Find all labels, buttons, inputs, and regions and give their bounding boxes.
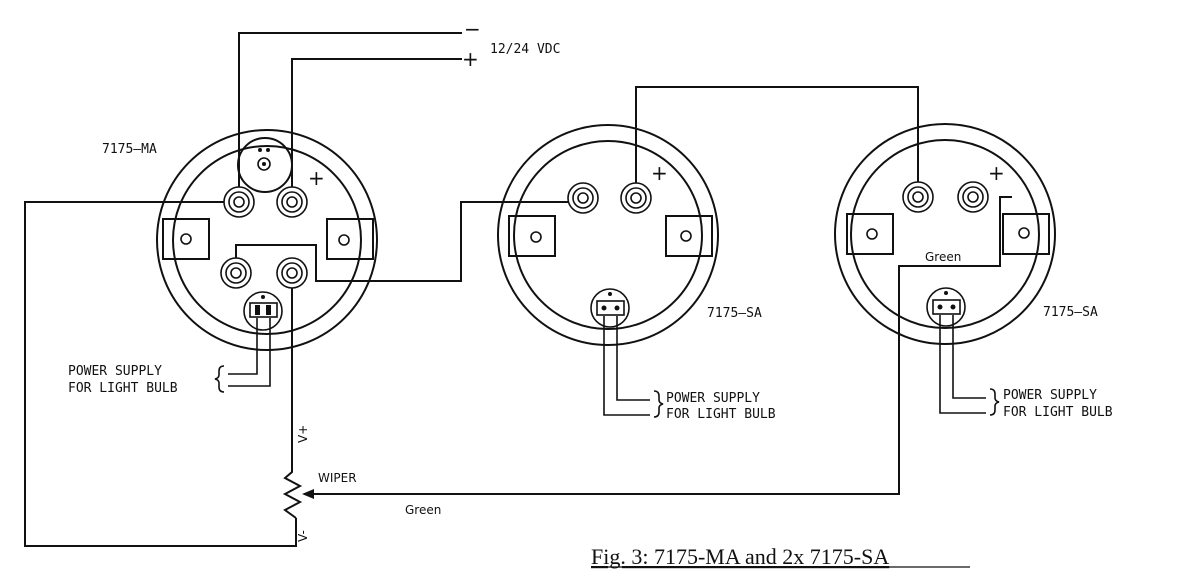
light-label-line-2: FOR LIGHT BULB: [1003, 405, 1113, 420]
sa1-light-wires: POWER SUPPLY FOR LIGHT BULB: [603, 316, 776, 422]
mounting-stud-left: [508, 215, 556, 257]
terminal-minus: [223, 186, 255, 218]
gauge-label: 7175–SA: [707, 306, 762, 321]
sender-vminus-label: V-: [296, 530, 310, 542]
gauge-label: 7175–SA: [1043, 305, 1098, 320]
light-label-line-1: POWER SUPPLY: [68, 364, 162, 379]
wire-green-sa2-to-wiper: [323, 196, 1012, 495]
mounting-stud-right: [1002, 213, 1050, 255]
terminal-signal-in: [567, 182, 599, 214]
gauge-7175-sa-1: + 7175–SA: [497, 124, 762, 346]
mounting-stud-left: [162, 218, 210, 260]
figure-caption: Fig. 3: 7175-MA and 2x 7175-SA: [591, 544, 889, 569]
sender-potentiometer: V+ V- WIPER Green: [282, 425, 441, 542]
terminal-slave-out: [276, 257, 308, 289]
terminal-plus: [957, 181, 989, 213]
gauge-inner-ring: [513, 140, 703, 330]
ma-light-wires: POWER SUPPLY FOR LIGHT BULB: [68, 318, 271, 396]
terminal-plus: [620, 182, 652, 214]
wiper-arrow-icon: [302, 489, 314, 499]
terminal-plus-label: +: [308, 166, 325, 190]
wire-positive: [291, 58, 462, 187]
sender-vplus-label: V+: [296, 425, 310, 443]
light-label-line-2: FOR LIGHT BULB: [68, 381, 178, 396]
supply-minus-symbol: −: [464, 17, 481, 41]
sa2-light-wires: POWER SUPPLY FOR LIGHT BULB: [939, 315, 1113, 420]
gauge-outer-ring: [834, 123, 1056, 345]
light-bulb-socket: [590, 288, 630, 328]
terminal-plus-label: +: [651, 161, 668, 185]
mounting-stud-right: [326, 218, 374, 260]
gauge-inner-ring: [172, 145, 362, 335]
light-bulb-socket: [926, 287, 966, 327]
light-bulb-socket: [243, 291, 283, 331]
sender-wire-color-label: Green: [405, 503, 441, 517]
gauge-label: 7175–MA: [102, 142, 157, 157]
resistor-zigzag: [282, 462, 303, 519]
terminal-sender: [220, 257, 252, 289]
supply-voltage-label: 12/24 VDC: [490, 42, 560, 57]
power-supply: − + 12/24 VDC: [238, 17, 560, 187]
light-label-line-1: POWER SUPPLY: [666, 391, 760, 406]
terminal-signal-in: [902, 181, 934, 213]
terminal-plus: [276, 186, 308, 218]
mounting-stud-right: [665, 215, 713, 257]
gauge-outer-ring: [156, 129, 378, 351]
mounting-stud-left: [846, 213, 894, 255]
gauge-7175-sa-2: + 7175–SA Green: [834, 123, 1098, 345]
gauge-outer-ring: [497, 124, 719, 346]
wire-ground-to-sender: [24, 201, 297, 547]
wire-color-label: Green: [925, 250, 961, 264]
wire-sa1-plus-to-sa2: [635, 86, 919, 183]
supply-plus-symbol: +: [462, 47, 479, 71]
wire-ma-to-sa1-signal: [235, 201, 568, 282]
light-label-line-1: POWER SUPPLY: [1003, 388, 1097, 403]
gauge-inner-ring: [850, 139, 1040, 329]
wire-negative: [238, 32, 462, 187]
light-label-line-2: FOR LIGHT BULB: [666, 407, 776, 422]
sender-wiper-label: WIPER: [318, 471, 357, 485]
terminal-plus-label: +: [988, 161, 1005, 185]
